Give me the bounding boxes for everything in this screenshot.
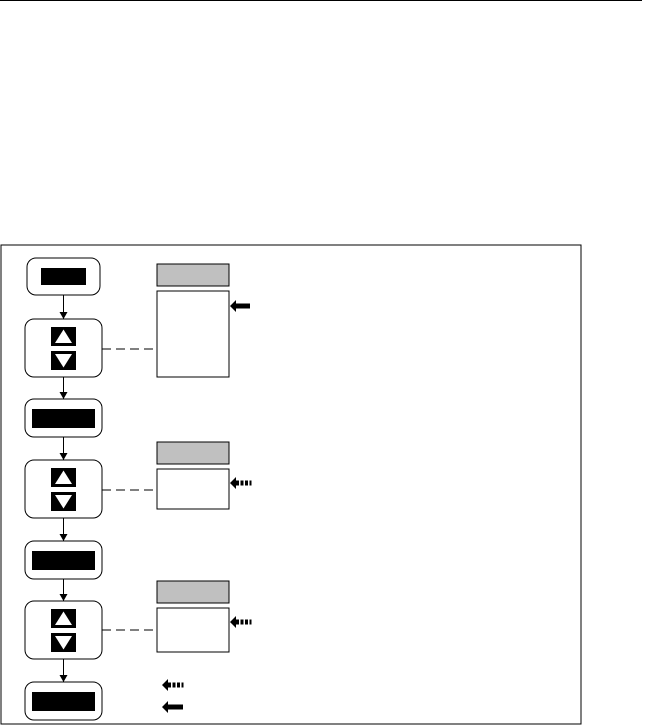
dashed-arrow-icon bbox=[162, 679, 184, 691]
panel-header bbox=[156, 580, 230, 604]
dashed-arrow-icon bbox=[230, 616, 252, 628]
key-step-4 bbox=[24, 681, 103, 721]
arrow-keys-step-1 bbox=[24, 318, 103, 378]
triangle-down-icon bbox=[51, 351, 76, 370]
top-rule bbox=[0, 0, 642, 1]
arrow-keys-step-2 bbox=[24, 459, 103, 519]
panel-header bbox=[156, 441, 230, 465]
option-panel-3 bbox=[156, 580, 252, 653]
key-step-1 bbox=[26, 257, 101, 296]
key-step-3 bbox=[24, 540, 103, 580]
option-panel-1 bbox=[156, 263, 250, 378]
triangle-up-icon bbox=[51, 609, 76, 628]
triangle-up-icon bbox=[51, 327, 76, 346]
dashed-leaders bbox=[102, 348, 157, 631]
legend-item-solid bbox=[162, 701, 183, 713]
triangle-down-icon bbox=[51, 492, 76, 511]
key-step-2 bbox=[24, 398, 103, 438]
legend-item-dashed bbox=[162, 679, 184, 691]
panel-body bbox=[156, 468, 230, 510]
dashed-arrow-icon bbox=[230, 477, 252, 489]
panel-body bbox=[156, 290, 230, 378]
option-panel-2 bbox=[156, 441, 252, 510]
panel-body bbox=[156, 607, 230, 653]
panel-header bbox=[156, 263, 230, 287]
triangle-down-icon bbox=[51, 633, 76, 652]
triangle-up-icon bbox=[51, 468, 76, 487]
solid-arrow-icon bbox=[230, 300, 250, 312]
legend bbox=[162, 679, 184, 713]
arrow-keys-step-3 bbox=[24, 600, 103, 660]
solid-arrow-icon bbox=[162, 701, 183, 713]
